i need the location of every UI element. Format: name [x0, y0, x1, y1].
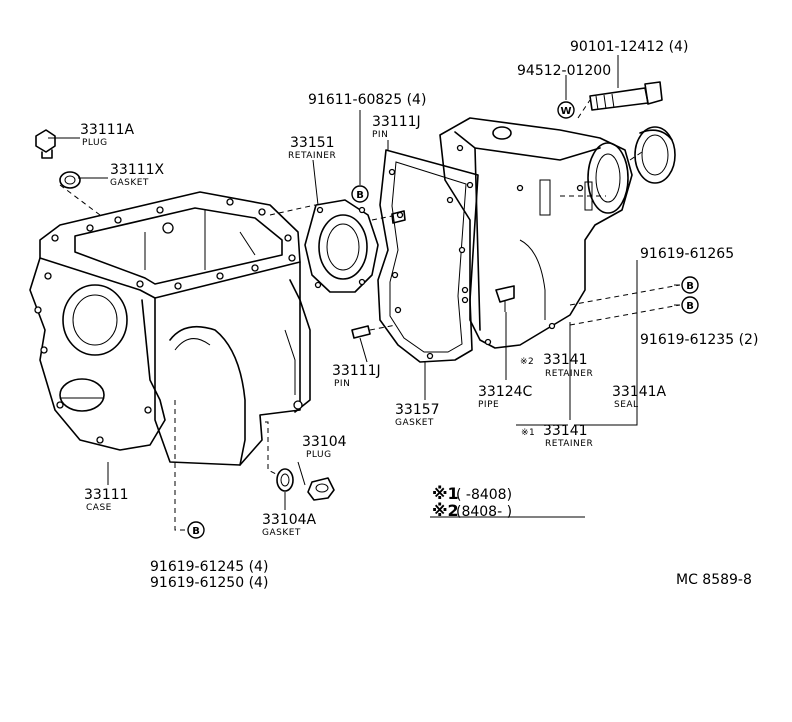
retainer-33151-name: RETAINER: [288, 151, 336, 161]
svg-text:B: B: [356, 190, 364, 201]
svg-text:B: B: [192, 526, 200, 537]
seal-number: 33141A: [612, 384, 667, 400]
note-2-mark: ※2: [432, 501, 459, 520]
b-marker-right-2: B: [681, 296, 699, 314]
gasket-33111x-name: GASKET: [110, 178, 149, 188]
plug-33111a-number: 33111A: [80, 122, 135, 138]
bolt-bottom-1-number: 91619-61245 (4): [150, 559, 268, 575]
pin-bottom-name: PIN: [334, 379, 350, 389]
gasket-33157-drawing: [377, 149, 479, 363]
pin-top-number: 33111J: [372, 114, 421, 130]
retainer-1-name: RETAINER: [545, 439, 593, 449]
note-1-mark: ※1: [432, 484, 459, 503]
retainer-bolt-number: 91611-60825 (4): [308, 92, 426, 108]
gasket-33111x-number: 33111X: [110, 162, 165, 178]
plug-33104-number: 33104: [302, 434, 347, 450]
gasket-33111x-drawing: [59, 171, 81, 189]
pin-bottom-number: 33111J: [332, 363, 381, 379]
seal-33141a-drawing: [634, 126, 676, 184]
retainer-33151-drawing: [304, 199, 379, 293]
bolt-right-1-number: 91619-61265: [640, 246, 734, 262]
b-marker-bottom: B: [187, 521, 205, 539]
gasket-33104a-drawing: [276, 468, 294, 492]
b-marker-retainer-bolt: B: [351, 185, 369, 203]
bolt-right-2-number: 91619-61235 (2): [640, 332, 758, 348]
retainer-2-number: 33141: [543, 352, 588, 368]
diagram-code: MC 8589-8: [676, 572, 752, 588]
pipe-number: 33124C: [478, 384, 533, 400]
seal-name: SEAL: [614, 400, 639, 410]
plug-33104-drawing: [307, 477, 335, 501]
pipe-name: PIPE: [478, 400, 499, 410]
retainer-1-mark: ※1: [521, 428, 535, 438]
case-name: CASE: [86, 503, 112, 513]
w-marker-washer: W: [557, 101, 575, 119]
bolt-90101-drawing: [589, 81, 663, 111]
bolt-top-number: 90101-12412 (4): [570, 39, 688, 55]
retainer-1-number: 33141: [543, 423, 588, 439]
pipe-33124c-drawing: [495, 285, 515, 312]
gasket-33157-name: GASKET: [395, 418, 434, 428]
gasket-33157-number: 33157: [395, 402, 440, 418]
svg-text:W: W: [560, 106, 571, 117]
note-2-text: (8408- ): [456, 504, 512, 520]
pin-bottom-drawing: [351, 325, 371, 339]
plug-33111a-name: PLUG: [82, 138, 108, 148]
svg-text:B: B: [686, 281, 694, 292]
leader-lines: [48, 55, 680, 518]
plug-33104-name: PLUG: [306, 450, 332, 460]
retainer-2-name: RETAINER: [545, 369, 593, 379]
b-marker-right-1: B: [681, 276, 699, 294]
retainer-2-mark: ※2: [520, 357, 534, 367]
bolt-bottom-2-number: 91619-61250 (4): [150, 575, 268, 591]
svg-text:B: B: [686, 301, 694, 312]
note-1-text: ( -8408): [456, 487, 512, 503]
pin-top-drawing: [391, 210, 406, 224]
alignment-lines: [59, 99, 681, 531]
case-drawing: [29, 191, 311, 466]
gasket-33104a-name: GASKET: [262, 528, 301, 538]
pin-top-name: PIN: [372, 130, 388, 140]
part-labels: 33111A PLUG 33111X GASKET 91611-60825 (4…: [80, 39, 758, 591]
retainer-33151-number: 33151: [290, 135, 335, 151]
case-number: 33111: [84, 487, 129, 503]
gasket-33104a-number: 33104A: [262, 512, 317, 528]
plug-33111a-drawing: [35, 129, 56, 159]
retainer-33141-drawing: [439, 117, 633, 349]
washer-number: 94512-01200: [517, 63, 611, 79]
